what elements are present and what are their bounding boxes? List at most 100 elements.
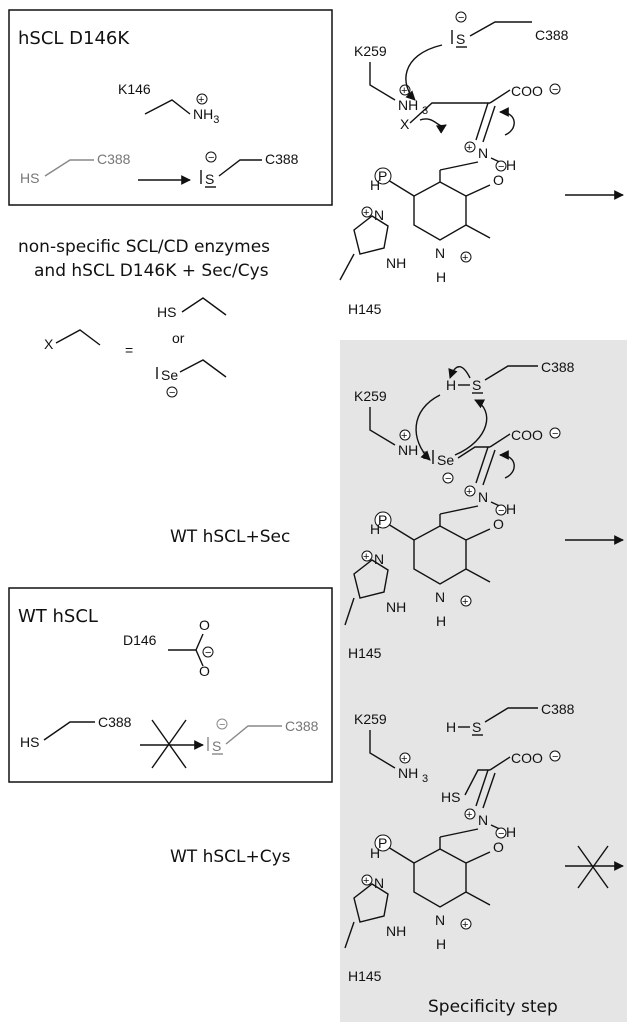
svg-text:H: H (506, 157, 516, 173)
svg-text:C388: C388 (535, 27, 569, 43)
oxygen-bottom: O (199, 663, 210, 679)
svg-text:N: N (374, 207, 384, 223)
svg-text:K259: K259 (354, 711, 387, 727)
svg-text:C388: C388 (541, 359, 575, 375)
svg-text:+: + (363, 875, 369, 887)
wt-c388-label: C388 (98, 714, 132, 730)
svg-text:+: + (462, 919, 468, 931)
svg-text:−: − (552, 428, 558, 440)
svg-text:H145: H145 (348, 968, 382, 984)
svg-text:NH: NH (398, 97, 418, 113)
legend-x: X (44, 336, 54, 352)
svg-text:+: + (401, 430, 407, 442)
legend-selenolate: Se (161, 367, 178, 383)
substrate-legend: X = HS or Se − (44, 297, 227, 399)
wt-title: WT hSCL (18, 606, 98, 627)
svg-text:HS: HS (441, 789, 460, 805)
svg-text:H: H (436, 613, 446, 629)
svg-text:C388: C388 (541, 701, 575, 717)
svg-text:−: − (552, 751, 558, 763)
legend-or: or (172, 330, 185, 346)
svg-text:+: + (466, 142, 472, 154)
k146-label: K146 (118, 81, 151, 97)
svg-text:N: N (478, 145, 488, 161)
svg-text:N: N (435, 589, 445, 605)
svg-text:H: H (436, 269, 446, 285)
svg-text:S: S (472, 377, 481, 393)
specificity-panel (340, 340, 627, 1022)
wt-box: WT hSCL D146 O O − HS C388 S − C388 (8, 587, 333, 783)
svg-text:X: X (400, 116, 410, 132)
svg-text:+: + (462, 252, 468, 264)
svg-text:NH: NH (386, 255, 406, 271)
svg-text:N: N (374, 551, 384, 567)
nonspecific-caption-line2: and hSCL D146K + Sec/Cys (34, 261, 269, 281)
svg-text:S: S (456, 31, 465, 47)
svg-text:3: 3 (422, 105, 428, 117)
svg-text:P: P (378, 168, 387, 184)
svg-text:−: − (205, 647, 211, 659)
specificity-caption: Specificity step (428, 997, 558, 1017)
svg-text:Se: Se (437, 452, 454, 468)
wt-thiolate-label: S (212, 738, 221, 754)
svg-text:H: H (506, 501, 516, 517)
wt-cys-caption: WT hSCL+Cys (170, 847, 291, 867)
svg-text:H: H (446, 377, 456, 393)
svg-text:P: P (378, 512, 387, 528)
svg-text:+: + (363, 207, 369, 219)
svg-text:−: − (498, 505, 504, 517)
k259-label: K259 (354, 43, 387, 59)
svg-text:−: − (208, 152, 214, 164)
svg-text:O: O (493, 839, 504, 855)
svg-text:+: + (363, 551, 369, 563)
svg-text:+: + (401, 753, 407, 765)
svg-text:−: − (498, 161, 504, 173)
svg-text:H: H (370, 845, 380, 861)
svg-text:COO: COO (511, 83, 543, 99)
legend-thiol: HS (157, 304, 176, 320)
ammonium-label: NH3 (193, 106, 219, 126)
svg-text:H145: H145 (348, 645, 382, 661)
svg-text:H145: H145 (348, 301, 382, 317)
wt-c388-gray-label: C388 (285, 718, 319, 734)
svg-text:H: H (370, 177, 380, 193)
svg-text:−: − (219, 719, 225, 731)
svg-text:H: H (370, 521, 380, 537)
svg-text:+: + (466, 486, 472, 498)
svg-text:NH: NH (386, 599, 406, 615)
svg-text:+: + (401, 85, 407, 97)
svg-text:N: N (435, 912, 445, 928)
svg-text:H: H (506, 824, 516, 840)
c388-gray-label: C388 (97, 151, 131, 167)
svg-text:+: + (198, 94, 204, 106)
oxygen-top: O (199, 617, 210, 633)
svg-text:K259: K259 (354, 388, 387, 404)
d146k-title: hSCL D146K (18, 28, 130, 49)
svg-text:NH: NH (398, 765, 418, 781)
d146-label: D146 (123, 632, 157, 648)
svg-text:−: − (552, 84, 558, 96)
svg-text:−: − (169, 387, 175, 399)
svg-text:+: + (462, 596, 468, 608)
svg-text:COO: COO (511, 427, 543, 443)
svg-text:N: N (374, 875, 384, 891)
thiol-label: HS (20, 170, 39, 186)
svg-text:P: P (378, 835, 387, 851)
svg-text:N: N (478, 489, 488, 505)
thiolate-label: S (205, 171, 214, 187)
svg-text:O: O (493, 516, 504, 532)
c388-label: C388 (265, 151, 299, 167)
svg-text:−: − (445, 473, 451, 485)
svg-text:NH: NH (386, 923, 406, 939)
svg-text:N: N (435, 245, 445, 261)
svg-text:+: + (466, 809, 472, 821)
wt-sec-caption: WT hSCL+Sec (170, 527, 290, 547)
svg-text:−: − (498, 828, 504, 840)
svg-text:3: 3 (422, 773, 428, 785)
svg-text:H: H (436, 936, 446, 952)
svg-text:NH: NH (398, 442, 418, 458)
svg-text:S: S (472, 719, 481, 735)
